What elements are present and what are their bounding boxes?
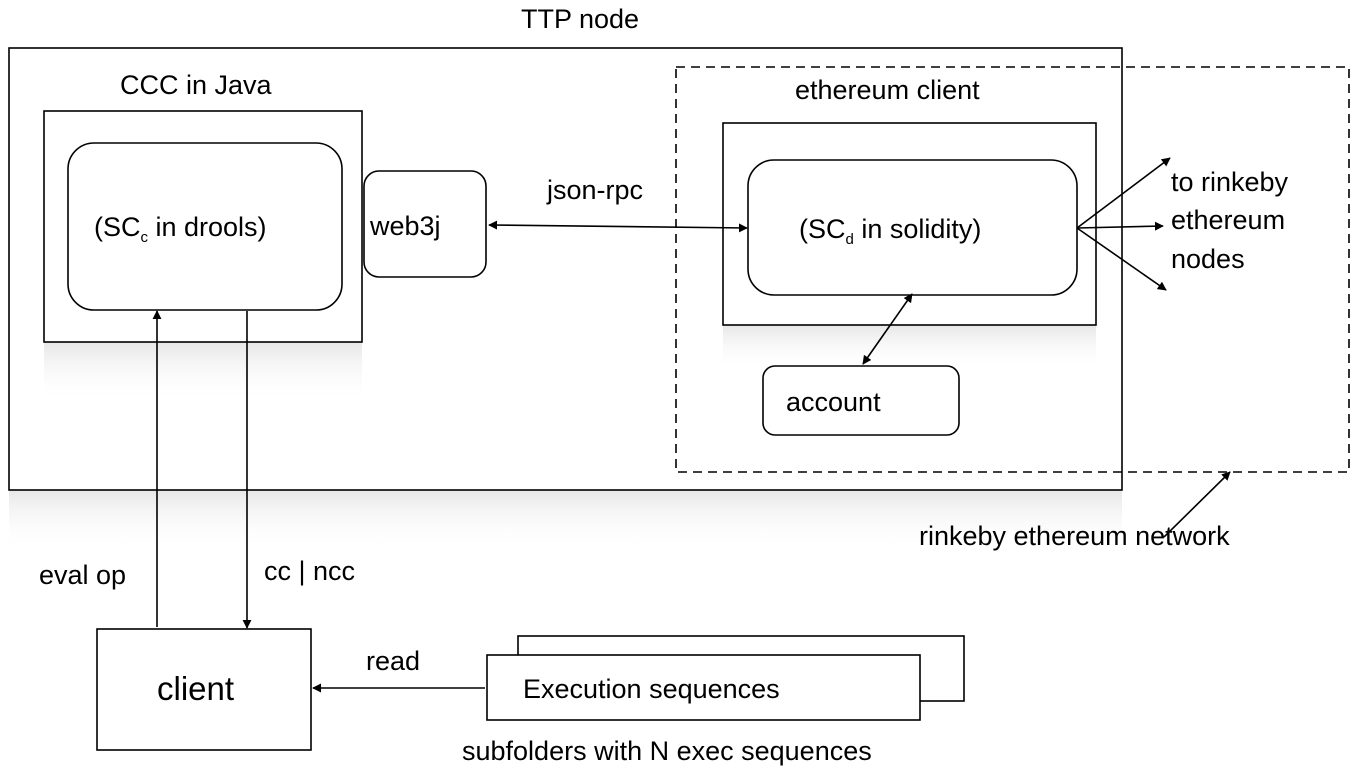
- network-pointer-arrow: [1163, 471, 1231, 538]
- rinkeby-arrow-mid: [1076, 221, 1164, 231]
- subfolders-label: subfolders with N exec sequences: [462, 736, 872, 766]
- json-rpc-arrow: [488, 220, 748, 233]
- to-rinkeby-line3: nodes: [1171, 244, 1245, 274]
- account-label: account: [786, 387, 881, 417]
- to-rinkeby-line1: to rinkeby: [1171, 167, 1289, 197]
- sc-c-label: (SCc in drools): [94, 212, 267, 246]
- execution-sequences-label: Execution sequences: [523, 674, 780, 704]
- sc-d-prefix: (SC: [799, 214, 846, 244]
- json-rpc-label: json-rpc: [547, 175, 644, 205]
- read-label: read: [366, 646, 421, 676]
- sc-c-drools-box: [67, 142, 343, 311]
- ttp-node-label: TTP node: [521, 4, 640, 34]
- cc-ncc-label: cc | ncc: [264, 556, 356, 586]
- account-link-arrow: [862, 293, 913, 365]
- ccc-box-shadow: [44, 342, 362, 402]
- client-box: [96, 628, 312, 751]
- ttp-box-shadow: [9, 490, 1122, 550]
- sc-c-prefix: (SC: [94, 212, 141, 242]
- ttp-node-box: [8, 47, 1123, 491]
- sc-d-subscript: d: [845, 231, 854, 248]
- exec-sequences-front-box: [486, 654, 921, 721]
- ethereum-client-label: ethereum client: [795, 75, 980, 105]
- rinkeby-arrow-up: [1076, 157, 1171, 229]
- sc-c-subscript: c: [140, 229, 149, 246]
- sc-c-suffix: in drools): [148, 212, 267, 242]
- eth-box-shadow: [723, 325, 1096, 370]
- ccc-java-label: CCC in Java: [120, 70, 272, 100]
- rinkeby-network-boundary: [675, 66, 1350, 473]
- web3j-label: web3j: [370, 211, 441, 241]
- web3j-box: [363, 170, 487, 278]
- eval-op-label: eval op: [39, 560, 127, 590]
- sc-d-label: (SCd in solidity): [799, 214, 982, 248]
- to-rinkeby-line2: ethereum: [1171, 205, 1286, 235]
- rinkeby-network-label: rinkeby ethereum network: [919, 521, 1230, 551]
- client-label: client: [157, 670, 235, 707]
- account-box: [762, 365, 960, 436]
- rinkeby-arrow-down: [1076, 227, 1167, 291]
- sc-d-suffix: in solidity): [853, 214, 982, 244]
